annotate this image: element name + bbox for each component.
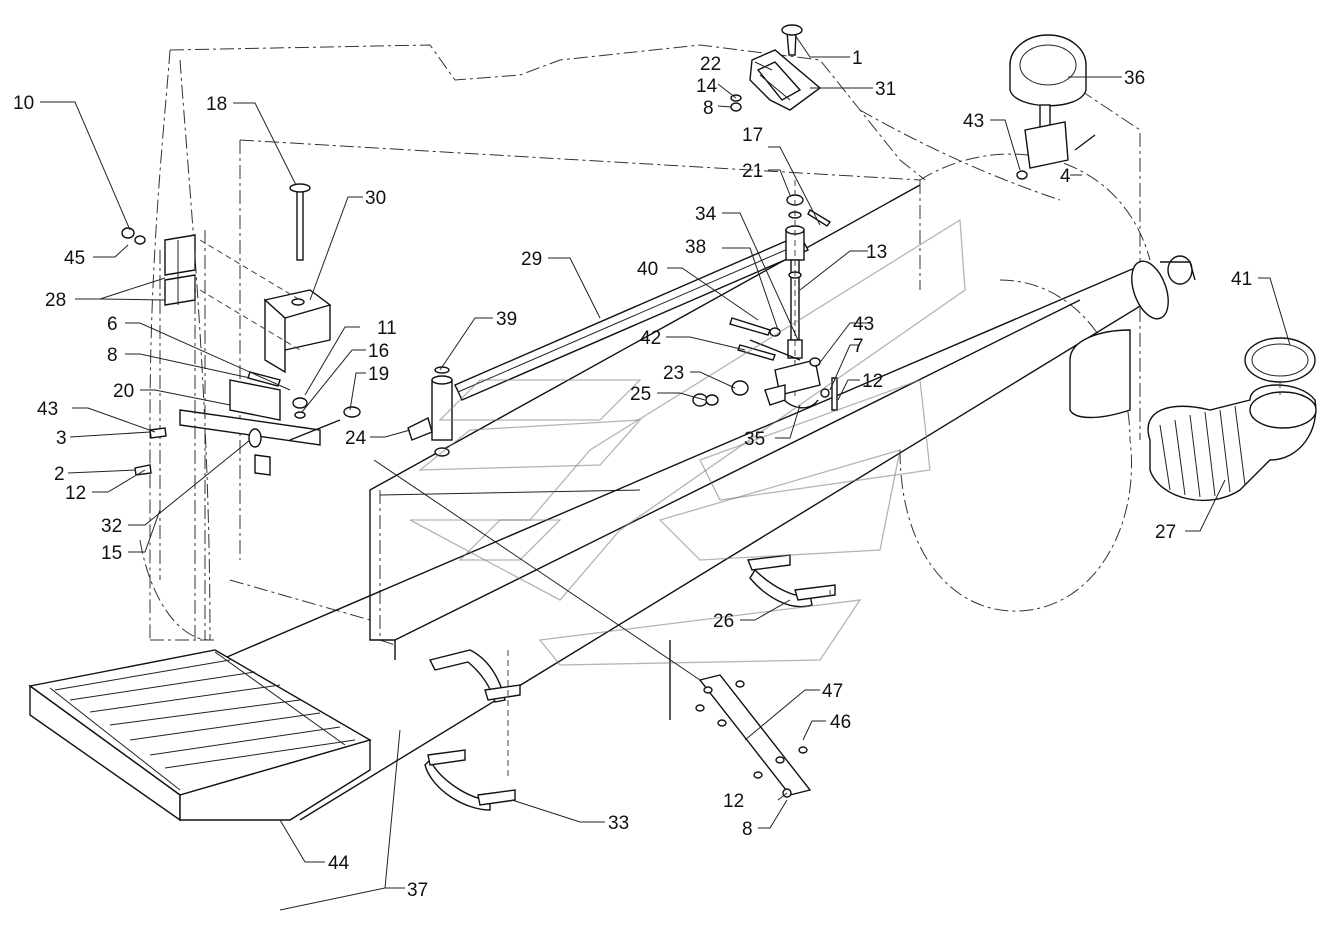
part-label: 31 — [875, 79, 896, 100]
part-label: 46 — [830, 712, 851, 733]
left-bracket-assembly — [159, 183, 361, 640]
part-label: 16 — [368, 341, 389, 362]
clamp-bracket-35 — [749, 339, 821, 409]
part-label: 24 — [345, 428, 367, 449]
part-label: 43 — [963, 111, 984, 132]
frame-rail — [369, 184, 1081, 660]
part-label: 12 — [862, 371, 883, 392]
part-label: 23 — [663, 363, 684, 384]
part-label: 26 — [713, 611, 734, 632]
part-label: 4 — [1060, 166, 1071, 187]
vertical-rod — [785, 180, 805, 400]
part-label: 8 — [107, 345, 118, 366]
watermark-logo — [409, 218, 966, 666]
part-label: 8 — [703, 98, 714, 119]
leader-lines — [40, 34, 1291, 911]
part-label: 42 — [640, 328, 661, 349]
part-label: 27 — [1155, 522, 1176, 543]
part-label: 3 — [56, 428, 67, 449]
part-label: 22 — [700, 54, 721, 75]
fasteners — [121, 209, 838, 476]
part-label: 33 — [608, 813, 629, 834]
heat-shield-36 — [1009, 34, 1096, 180]
part-label: 18 — [206, 94, 227, 115]
part-label: 1 — [852, 48, 863, 69]
part-label: 10 — [13, 93, 34, 114]
part-label: 15 — [101, 543, 122, 564]
part-label: 11 — [377, 318, 397, 339]
part-label: 38 — [685, 237, 706, 258]
part-label: 20 — [113, 381, 134, 402]
part-label: 35 — [744, 429, 765, 450]
part-label: 28 — [45, 290, 66, 311]
part-labels: 1 22 14 8 31 36 43 4 17 21 34 38 40 13 1… — [13, 48, 1252, 901]
part-label: 34 — [695, 204, 717, 225]
step-grating — [28, 649, 372, 822]
part-label: 45 — [64, 248, 85, 269]
top-bracket-22 — [730, 24, 822, 112]
part-label: 37 — [407, 880, 428, 901]
part-label: 41 — [1231, 269, 1252, 290]
flex-pipe-27 — [1147, 337, 1317, 502]
part-label: 12 — [723, 791, 744, 812]
exhaust-pipe — [149, 255, 1196, 821]
part-label: 43 — [853, 314, 874, 335]
part-label: 6 — [107, 314, 118, 335]
part-label: 19 — [368, 364, 389, 385]
part-label: 36 — [1124, 68, 1145, 89]
part-label: 29 — [521, 249, 542, 270]
part-label: 17 — [742, 125, 763, 146]
part-label: 12 — [65, 483, 86, 504]
part-label: 7 — [853, 336, 864, 357]
part-label: 32 — [101, 516, 122, 537]
lower-clamps — [424, 554, 836, 811]
part-label: 40 — [637, 259, 658, 280]
part-label: 43 — [37, 399, 58, 420]
part-label: 47 — [822, 681, 843, 702]
part-label: 44 — [328, 853, 350, 874]
part-label: 2 — [54, 464, 65, 485]
part-label: 39 — [496, 309, 517, 330]
part-label: 13 — [866, 242, 887, 263]
part-label: 30 — [365, 188, 386, 209]
part-label: 21 — [742, 161, 763, 182]
part-label: 14 — [696, 76, 718, 97]
bracket-arm — [407, 234, 809, 457]
part-label: 25 — [630, 384, 651, 405]
part-label: 8 — [742, 819, 753, 840]
